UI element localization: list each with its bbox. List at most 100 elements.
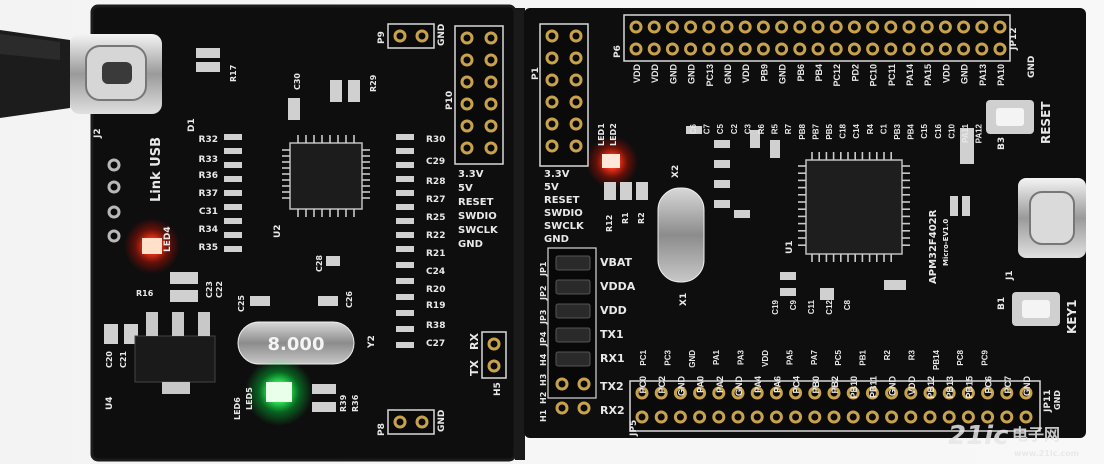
misc-label: R36: [351, 394, 360, 412]
r-label: C27: [426, 339, 445, 349]
header-pin: [846, 386, 860, 400]
link-usb-label: Link USB: [149, 137, 164, 202]
header-pin-label: PB13: [945, 376, 955, 399]
jumper-label: TX1: [600, 328, 624, 341]
header-pin-label: PB4: [814, 64, 824, 82]
header-h5: [481, 331, 507, 379]
header-pin: [827, 410, 841, 424]
header-pin: [731, 386, 745, 400]
misc-label: C25: [237, 295, 246, 312]
header-pin-label: C3: [743, 123, 752, 134]
header-pin-label: PC7: [1003, 376, 1013, 394]
header-pin: [827, 386, 841, 400]
reset-button[interactable]: [986, 100, 1034, 134]
jp-label: JP2: [539, 286, 548, 301]
swd-pin-label: RESET: [544, 195, 580, 206]
header-pin-label: PA6: [772, 376, 782, 393]
swd-pin-label: SWCLK: [544, 221, 585, 232]
usb-connector-left: [70, 34, 162, 114]
header-pin-label: PC11: [887, 64, 897, 86]
jp-label: JP1: [539, 261, 548, 277]
header-pin-label: GND: [687, 64, 697, 85]
swd-pin-label: SWDIO: [458, 211, 497, 222]
r-label: C24: [426, 267, 445, 277]
u2-label: U2: [273, 224, 283, 238]
watermark-url: www.21ic.com: [1014, 449, 1079, 458]
u1-label: U1: [785, 240, 795, 254]
swd-pin-label: RESET: [458, 197, 494, 208]
r-label: R30: [426, 135, 445, 145]
header-pin: [647, 20, 661, 34]
swd-pin-label: GND: [544, 234, 569, 245]
header-pin: [769, 410, 783, 424]
reset-label: RESET: [1039, 101, 1053, 144]
header-pin: [902, 42, 916, 56]
header-pin-label: PB5: [825, 123, 834, 139]
header-pin: [775, 42, 789, 56]
header-pin: [647, 42, 661, 56]
header-pin-label: VDD: [761, 350, 770, 367]
header-pin: [684, 42, 698, 56]
header-p10: [454, 25, 504, 165]
header-pin: [702, 20, 716, 34]
header-pin-label: VDD: [941, 64, 951, 84]
header-pin-label: VDD: [741, 64, 751, 84]
misc-label: C28: [315, 255, 324, 272]
header-pin-label: C5: [716, 123, 725, 134]
header-pin: [1019, 410, 1033, 424]
header-pin-label: GND: [1022, 376, 1032, 397]
swd-pin-label: 3.3V: [458, 169, 484, 180]
p8-label: P8: [377, 423, 387, 436]
h5-label: H5: [493, 382, 503, 396]
header-pin: [975, 42, 989, 56]
r-label: R37: [199, 189, 218, 199]
header-pin-label: PB14: [932, 349, 941, 370]
header-pin: [885, 410, 899, 424]
swd-pin-label: GND: [458, 239, 483, 250]
header-pin-label: PB12: [926, 376, 936, 399]
p1-label: P1: [531, 67, 541, 80]
header-pin-label: C14: [852, 123, 861, 138]
key1-button[interactable]: [1012, 292, 1060, 326]
header-pin: [811, 20, 825, 34]
r-label: R2: [637, 212, 646, 224]
header-pin-label: C15: [920, 123, 929, 138]
header-pin: [885, 386, 899, 400]
header-pin: [981, 410, 995, 424]
header-pin-label: C8: [843, 299, 852, 310]
header-pin-label: R4: [866, 123, 875, 134]
r-label: R28: [426, 177, 445, 187]
header-pin-label: PA14: [905, 64, 915, 86]
header-pin-label: PA1: [712, 349, 721, 365]
chip-model-label: APM32F402R: [928, 209, 939, 284]
misc-labels-left: C30 R29 R17 R16 C26 C28 C25 R39 R36 C20 …: [105, 65, 378, 412]
header-pin-label: PC12: [832, 64, 842, 87]
r-label: C31: [199, 207, 218, 217]
header-pin-label: R5: [771, 123, 780, 134]
header-pin-label: C18: [839, 123, 848, 138]
header-pin-label: PB3: [893, 123, 902, 139]
header-pin-label: R3: [907, 349, 916, 360]
header-pin-label: PD2: [850, 64, 860, 82]
header-pin-label: PB6: [796, 64, 806, 82]
header-pin: [938, 42, 952, 56]
header-pin: [775, 20, 789, 34]
header-pin: [793, 20, 807, 34]
r-label: R1: [621, 212, 630, 224]
header-pin-label: PB4: [907, 123, 916, 139]
header-pin-label: C1: [879, 123, 888, 134]
header-pin-label: PB8: [798, 123, 807, 139]
header-pin: [738, 42, 752, 56]
header-pin: [923, 386, 937, 400]
led4-label: LED4: [163, 226, 173, 252]
header-pin-label: R7: [784, 123, 793, 134]
header-pin-label: GND: [778, 64, 788, 85]
header-pin: [693, 386, 707, 400]
header-pin-label: C6: [689, 123, 698, 134]
header-pin: [720, 20, 734, 34]
tx-label: TX: [468, 359, 481, 376]
header-pin: [629, 20, 643, 34]
